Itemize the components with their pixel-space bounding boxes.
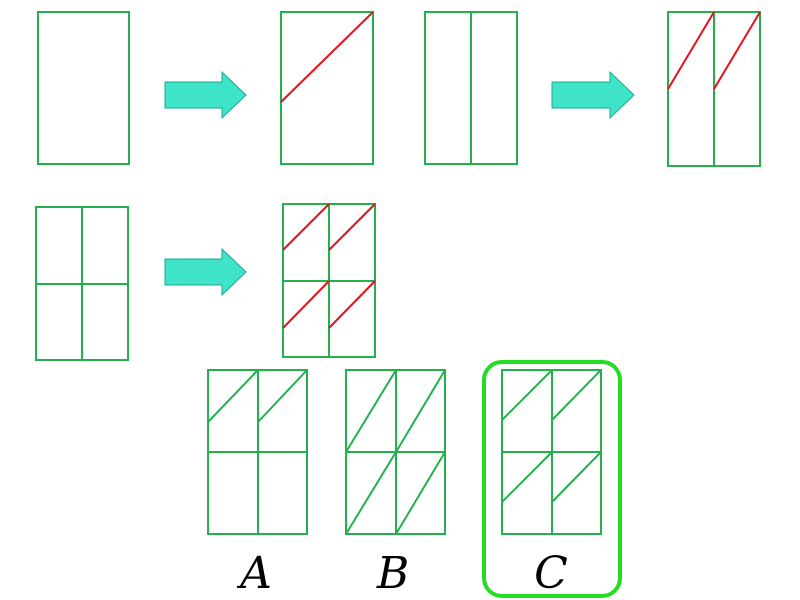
option-c-diagonal-bottom-right — [551, 451, 602, 503]
example-1-arrow — [164, 70, 247, 120]
option-c-diagonal-top-left — [501, 369, 553, 421]
option-b-diagonal-top-right — [395, 369, 446, 453]
option-c[interactable]: C — [482, 360, 622, 599]
example-3-red-diagonal-bottom-right — [328, 280, 376, 329]
option-b-diagonal-bottom-left — [345, 451, 397, 535]
example-3-arrow — [164, 247, 247, 297]
option-a[interactable]: A — [207, 369, 308, 599]
example-1 — [37, 11, 374, 165]
example-2 — [424, 11, 761, 167]
example-3-red-diagonal-top-right — [328, 203, 376, 251]
option-c-diagonal-bottom-left — [501, 451, 553, 503]
option-c-diagonal-top-right — [551, 369, 602, 421]
option-c-label: C — [534, 548, 568, 599]
example-2-red-diagonal-right — [713, 11, 761, 90]
example-1-red-diagonal — [280, 11, 374, 103]
example-2-red-diagonal-left — [667, 11, 715, 90]
option-a-label: A — [236, 548, 272, 599]
example-3-red-diagonal-bottom-left — [282, 280, 330, 329]
example-3-red-diagonal-top-left — [282, 203, 330, 251]
example-3 — [35, 203, 376, 361]
option-b-diagonal-bottom-right — [395, 451, 446, 535]
example-1-source-frame — [37, 11, 130, 165]
example-1-result-frame — [280, 11, 374, 165]
option-b-label: B — [376, 548, 409, 599]
option-c-highlight-border — [482, 360, 622, 598]
option-a-diagonal-top-right — [257, 369, 308, 423]
option-b[interactable]: B — [345, 369, 446, 599]
option-b-diagonal-top-left — [345, 369, 397, 453]
option-a-diagonal-top-left — [207, 369, 259, 423]
example-2-arrow — [551, 70, 635, 120]
